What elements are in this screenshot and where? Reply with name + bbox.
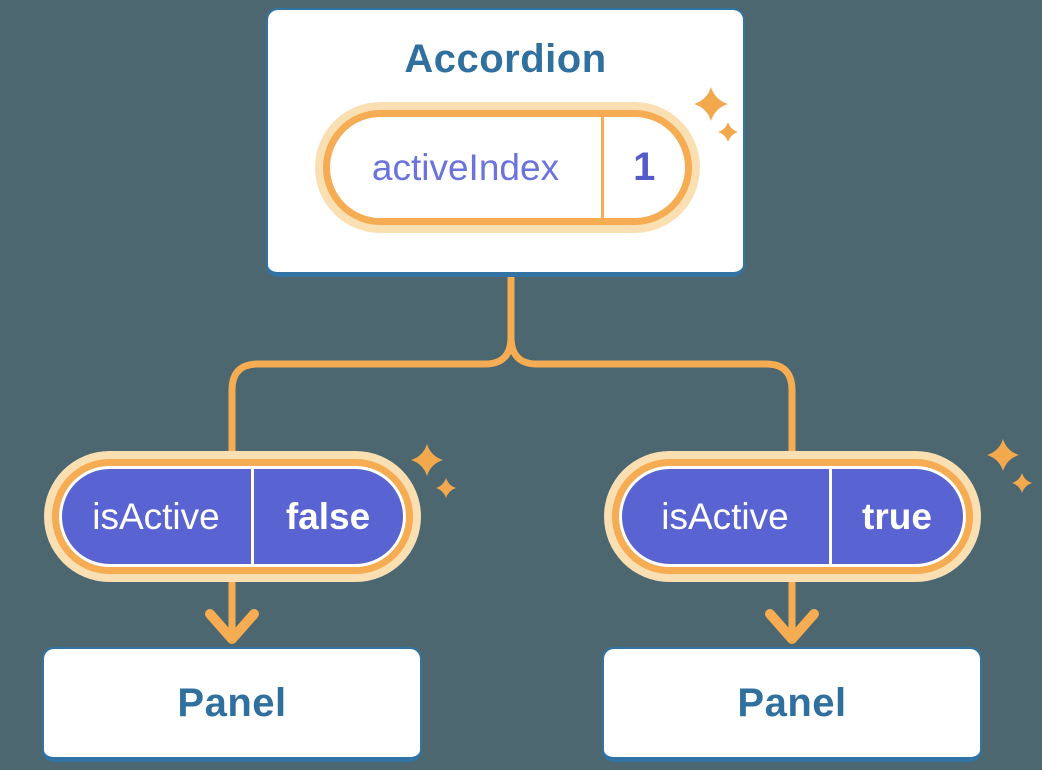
prop-pill-value-cell: true — [832, 469, 963, 564]
state-pill-label-cell: activeIndex — [330, 117, 601, 218]
prop-label: isActive — [661, 495, 789, 537]
arrow-down-icon — [205, 609, 259, 644]
accordion-title: Accordion — [404, 37, 607, 81]
panel-title: Panel — [737, 680, 847, 725]
sparkle-icon — [411, 444, 443, 476]
sparkle-icon — [1012, 473, 1032, 493]
state-pill-value-cell: 1 — [604, 117, 686, 218]
panel-title: Panel — [177, 680, 287, 725]
prop-pill-label-cell: isActive — [62, 469, 251, 564]
state-pill-activeindex: activeIndex 1 — [323, 110, 692, 225]
state-label: activeIndex — [371, 146, 560, 188]
prop-value: true — [862, 495, 932, 537]
state-pill-divider — [601, 117, 604, 218]
panel-component-node-left: Panel — [42, 647, 422, 762]
panel-component-node-right: Panel — [602, 647, 982, 762]
prop-pill-value-cell: false — [254, 469, 403, 564]
prop-pill-divider — [828, 469, 832, 564]
accordion-component-node: Accordion activeIndex 1 — [266, 8, 745, 277]
prop-label: isActive — [92, 495, 220, 537]
prop-pill-label-cell: isActive — [622, 469, 829, 564]
sparkle-icon — [987, 439, 1019, 471]
arrow-down-icon — [765, 609, 819, 644]
prop-value: false — [285, 495, 371, 537]
state-value: 1 — [633, 145, 656, 189]
sparkle-icon — [436, 478, 456, 498]
connector-stem-left-branch — [228, 273, 515, 634]
prop-pill-isactive-true: isActive true — [618, 466, 966, 567]
prop-pill-isactive-false: isActive false — [58, 466, 406, 567]
